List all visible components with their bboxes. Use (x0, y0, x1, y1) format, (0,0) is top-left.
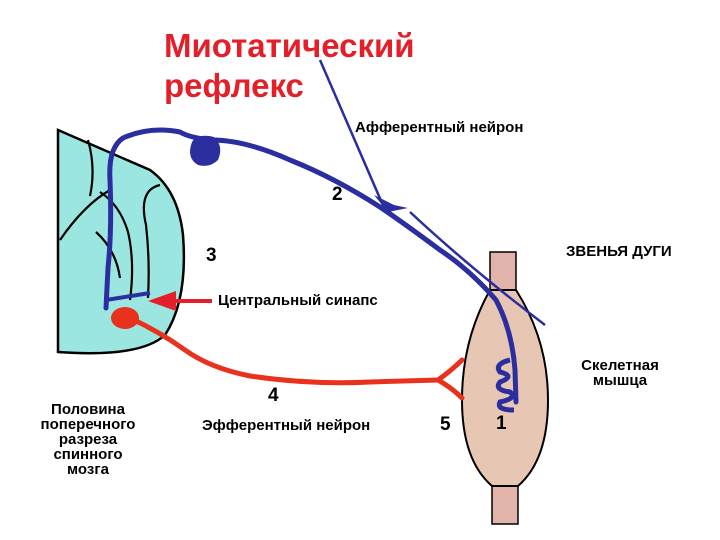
afferent-neuron-path (103, 127, 519, 405)
cord-label-line-4: спинного (53, 446, 123, 463)
arc-links-label: ЗВЕНЬЯ ДУГИ (566, 243, 672, 260)
cord-label-line-5: мозга (67, 461, 109, 478)
arc-links-pointer-line (409, 211, 546, 326)
muscle-label-line-2: мышца (592, 372, 648, 389)
afferent-terminal-branch (105, 291, 151, 302)
arc-number-1: 1 (496, 413, 507, 434)
cord-label-line-1: Половина (51, 401, 125, 418)
diagram-title: Миотатический рефлекс (164, 26, 415, 106)
skeletal-muscle-label: Скелетная мышца (568, 358, 672, 388)
afferent-pointer-line (318, 59, 387, 211)
cord-label-line-3: разреза (58, 431, 118, 448)
motor-neuron-body (111, 307, 139, 329)
afferent-neuron-label: Афферентный нейрон (355, 119, 524, 136)
arc-number-4: 4 (268, 385, 279, 406)
afferent-pointer-arrowhead (374, 195, 408, 212)
arc-number-3: 3 (206, 245, 217, 266)
muscle-spindle-spiral (495, 357, 515, 413)
muscle-label-line-1: Скелетная (581, 357, 659, 374)
title-line-1: Миотатический (164, 27, 415, 64)
efferent-neuron-label: Эфферентный нейрон (202, 417, 371, 434)
spinal-cord-label: Половина поперечного разреза спинного мо… (28, 402, 148, 477)
arc-number-5: 5 (440, 414, 451, 435)
central-synapse-label: Центральный синапс (218, 292, 378, 309)
efferent-neuron-path (127, 315, 441, 386)
motor-end-plate (435, 357, 465, 401)
grey-matter-outline (59, 139, 161, 301)
synapse-arrow-head (148, 291, 176, 311)
arc-number-2: 2 (332, 184, 343, 205)
cord-label-line-2: поперечного (40, 416, 136, 433)
title-line-2: рефлекс (164, 67, 304, 104)
skeletal-muscle-belly (460, 289, 550, 487)
spinal-ganglion (190, 135, 221, 166)
